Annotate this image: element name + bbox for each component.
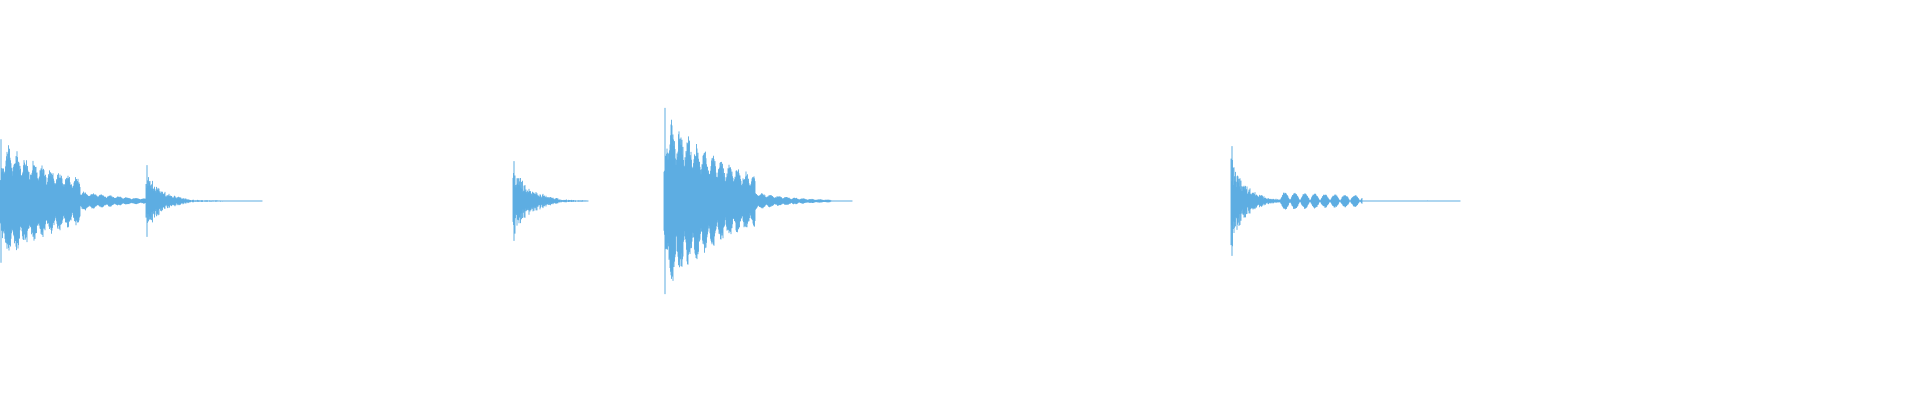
waveform-clip-6[interactable] [1279,192,1461,210]
waveform-clip-2[interactable] [145,165,263,237]
waveform-samples [0,145,151,251]
waveform-layer [0,107,1461,295]
waveform-clip-1[interactable] [0,139,151,263]
waveform-samples [663,119,853,281]
waveform-clip-4[interactable] [663,107,853,295]
waveform-clip-3[interactable] [512,161,589,241]
waveform-samples [512,173,589,234]
